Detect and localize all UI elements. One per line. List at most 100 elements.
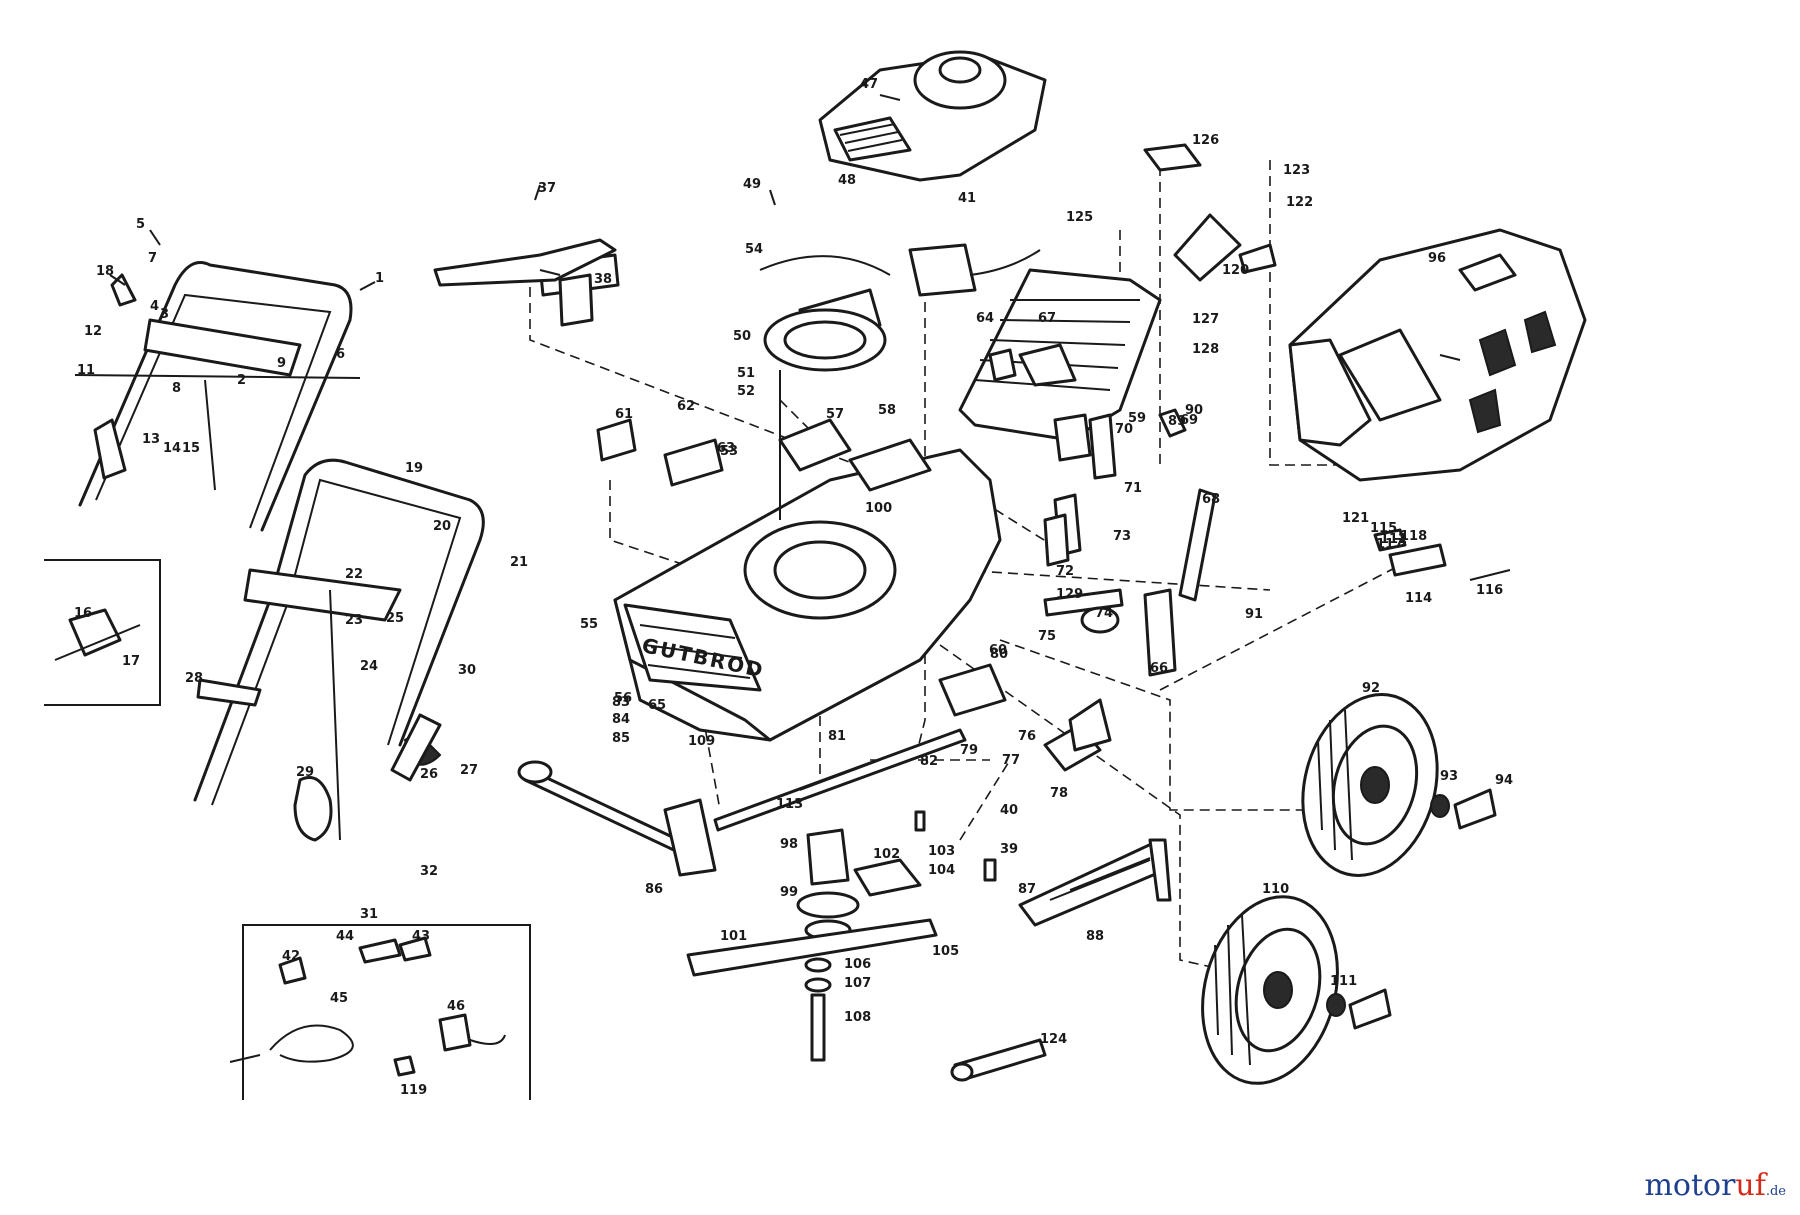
callout-39: 39 [1000, 842, 1018, 857]
watermark-tld: .de [1765, 1184, 1786, 1199]
callout-51: 51 [737, 366, 755, 381]
blade-assembly [686, 810, 997, 1062]
callout-29: 29 [296, 765, 314, 780]
callout-41: 41 [958, 191, 976, 206]
electrical-inset [229, 936, 506, 1077]
misc-hardware [433, 238, 1511, 752]
callout-117: 117 [1376, 537, 1403, 552]
callout-99: 99 [780, 885, 798, 900]
callout-127: 127 [1192, 312, 1219, 327]
callout-114: 114 [1405, 591, 1432, 606]
callout-81: 81 [828, 729, 846, 744]
callout-15: 15 [182, 441, 200, 456]
callout-9: 9 [277, 356, 286, 371]
site-watermark: motoruf.de [1644, 1171, 1786, 1201]
callout-6: 6 [336, 347, 345, 362]
lower-handle [193, 458, 485, 842]
callout-42: 42 [282, 949, 300, 964]
callout-2: 2 [237, 373, 246, 388]
callout-111: 111 [1330, 974, 1357, 989]
callout-68: 68 [1202, 492, 1220, 507]
callout-27: 27 [460, 763, 478, 778]
callout-113: 113 [776, 797, 803, 812]
callout-91: 91 [1245, 607, 1263, 622]
callout-104: 104 [928, 863, 955, 878]
callout-102: 102 [873, 847, 900, 862]
throttle-inset [54, 608, 141, 661]
callout-125: 125 [1066, 210, 1093, 225]
callout-43: 43 [412, 929, 430, 944]
callout-32: 32 [420, 864, 438, 879]
callout-85: 85 [612, 731, 630, 746]
callout-76: 76 [1018, 729, 1036, 744]
callout-86: 86 [645, 882, 663, 897]
callout-72: 72 [1056, 564, 1074, 579]
callout-13: 13 [142, 432, 160, 447]
callout-22: 22 [345, 567, 363, 582]
callout-25: 25 [386, 611, 404, 626]
callout-55: 55 [580, 617, 598, 632]
callout-118: 118 [1400, 529, 1427, 544]
callout-26: 26 [420, 767, 438, 782]
callout-28: 28 [185, 671, 203, 686]
callout-122: 122 [1286, 195, 1313, 210]
callout-20: 20 [433, 519, 451, 534]
callout-46: 46 [447, 999, 465, 1014]
callout-61: 61 [615, 407, 633, 422]
callout-8: 8 [172, 381, 181, 396]
callout-92: 92 [1362, 681, 1380, 696]
callout-47: 47 [860, 77, 878, 92]
callout-84: 84 [612, 712, 630, 727]
callout-103: 103 [928, 844, 955, 859]
callout-124: 124 [1040, 1032, 1067, 1047]
callout-109: 109 [688, 734, 715, 749]
callout-110: 110 [1262, 882, 1289, 897]
callout-115: 115 [1370, 521, 1397, 536]
callout-106: 106 [844, 957, 871, 972]
callout-45: 45 [330, 991, 348, 1006]
callout-54: 54 [745, 242, 763, 257]
callout-90: 90 [1185, 403, 1203, 418]
callout-129: 129 [1056, 587, 1083, 602]
callout-88: 88 [1086, 929, 1104, 944]
tool-124 [950, 1038, 1047, 1082]
callout-21: 21 [510, 555, 528, 570]
callout-53: 53 [720, 444, 738, 459]
callout-116: 116 [1476, 583, 1503, 598]
callout-44: 44 [336, 929, 354, 944]
callout-19: 19 [405, 461, 423, 476]
engine-cover-48 [818, 50, 1047, 182]
callout-49: 49 [743, 177, 761, 192]
callout-70: 70 [1115, 422, 1133, 437]
callout-66: 66 [1150, 661, 1168, 676]
callout-107: 107 [844, 976, 871, 991]
callout-17: 17 [122, 654, 140, 669]
callout-82: 82 [920, 754, 938, 769]
callout-52: 52 [737, 384, 755, 399]
callout-121: 121 [1342, 511, 1369, 526]
callout-48: 48 [838, 173, 856, 188]
grass-catcher-95 [1288, 228, 1587, 482]
callout-123: 123 [1283, 163, 1310, 178]
callout-leaders [109, 94, 1461, 361]
mulch-plug-87 [1018, 838, 1172, 927]
callout-89: 89 [1168, 414, 1186, 429]
rear-flap-64 [958, 268, 1162, 442]
callout-78: 78 [1050, 786, 1068, 801]
callout-labels: 1 2 3 4 5 6 7 8 9 11 12 13 14 15 16 17 1… [74, 77, 1513, 1098]
callout-119: 119 [400, 1083, 427, 1098]
callout-12: 12 [84, 324, 102, 339]
callout-71: 71 [1124, 481, 1142, 496]
callout-30: 30 [458, 663, 476, 678]
callout-77: 77 [1002, 753, 1020, 768]
callout-96: 96 [1428, 251, 1446, 266]
callout-24: 24 [360, 659, 378, 674]
callout-4: 4 [150, 299, 159, 314]
callout-62: 62 [677, 399, 695, 414]
callout-14: 14 [163, 441, 181, 456]
callout-69: 69 [1180, 413, 1198, 428]
callout-50: 50 [733, 329, 751, 344]
inset-frames [44, 559, 531, 1100]
callout-120: 120 [1222, 263, 1249, 278]
callout-38: 38 [594, 272, 612, 287]
